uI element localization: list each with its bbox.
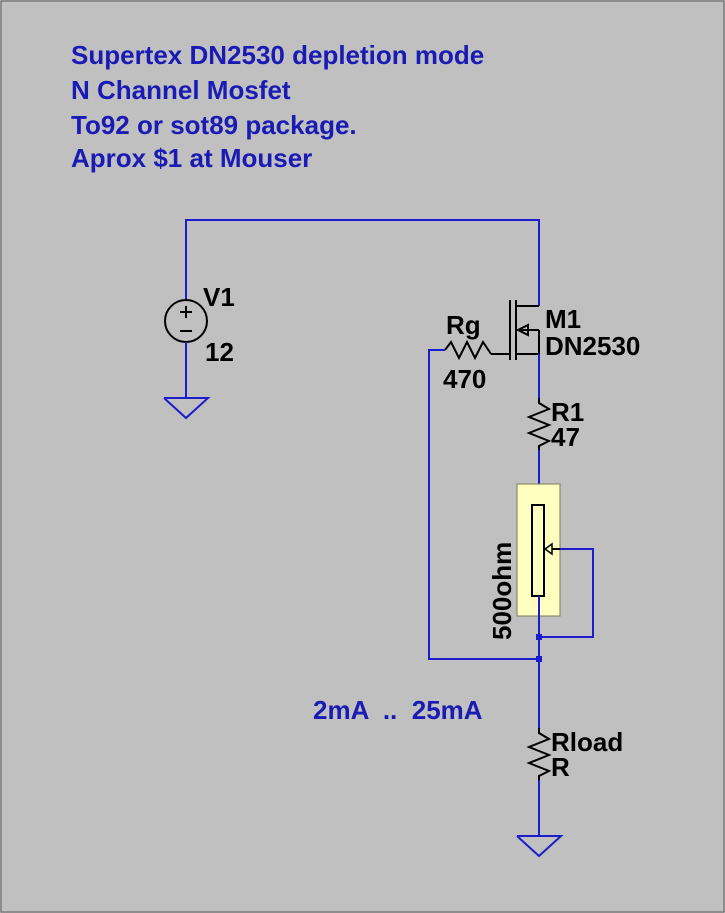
wire-gate-feedback[interactable] xyxy=(428,349,539,660)
resistor-r1[interactable] xyxy=(526,398,552,450)
wire-top[interactable] xyxy=(185,219,540,306)
current-range-note: 2mA .. 25mA xyxy=(313,695,483,725)
note-line-3: To92 or sot89 package. xyxy=(71,110,357,140)
m1-name: M1 xyxy=(545,304,581,334)
r1-value: 47 xyxy=(551,422,580,452)
ground-icon-v1 xyxy=(163,397,211,420)
resistor-rg[interactable] xyxy=(444,339,492,361)
v1-name: V1 xyxy=(203,282,235,312)
junction-gate xyxy=(536,656,542,662)
mosfet-m1[interactable] xyxy=(491,300,540,360)
pot-value: 500ohm xyxy=(487,542,517,640)
r1-name: R1 xyxy=(551,397,584,427)
m1-value: DN2530 xyxy=(545,331,640,361)
ground-icon-load xyxy=(516,835,564,858)
note-line-1: Supertex DN2530 depletion mode xyxy=(71,40,484,70)
rload-name: Rload xyxy=(551,727,623,757)
voltage-source-v1[interactable] xyxy=(164,299,208,343)
junction-wiper xyxy=(536,634,542,640)
v1-value: 12 xyxy=(205,337,234,367)
rg-name: Rg xyxy=(446,310,481,340)
rload-value: R xyxy=(551,752,570,782)
resistor-rload[interactable] xyxy=(526,728,552,780)
note-line-4: Aprox $1 at Mouser xyxy=(71,143,312,173)
wire-wiper[interactable] xyxy=(539,548,594,638)
note-line-2: N Channel Mosfet xyxy=(71,75,291,105)
rg-value: 470 xyxy=(443,364,486,394)
notes-block: Supertex DN2530 depletion mode N Channel… xyxy=(71,40,484,173)
